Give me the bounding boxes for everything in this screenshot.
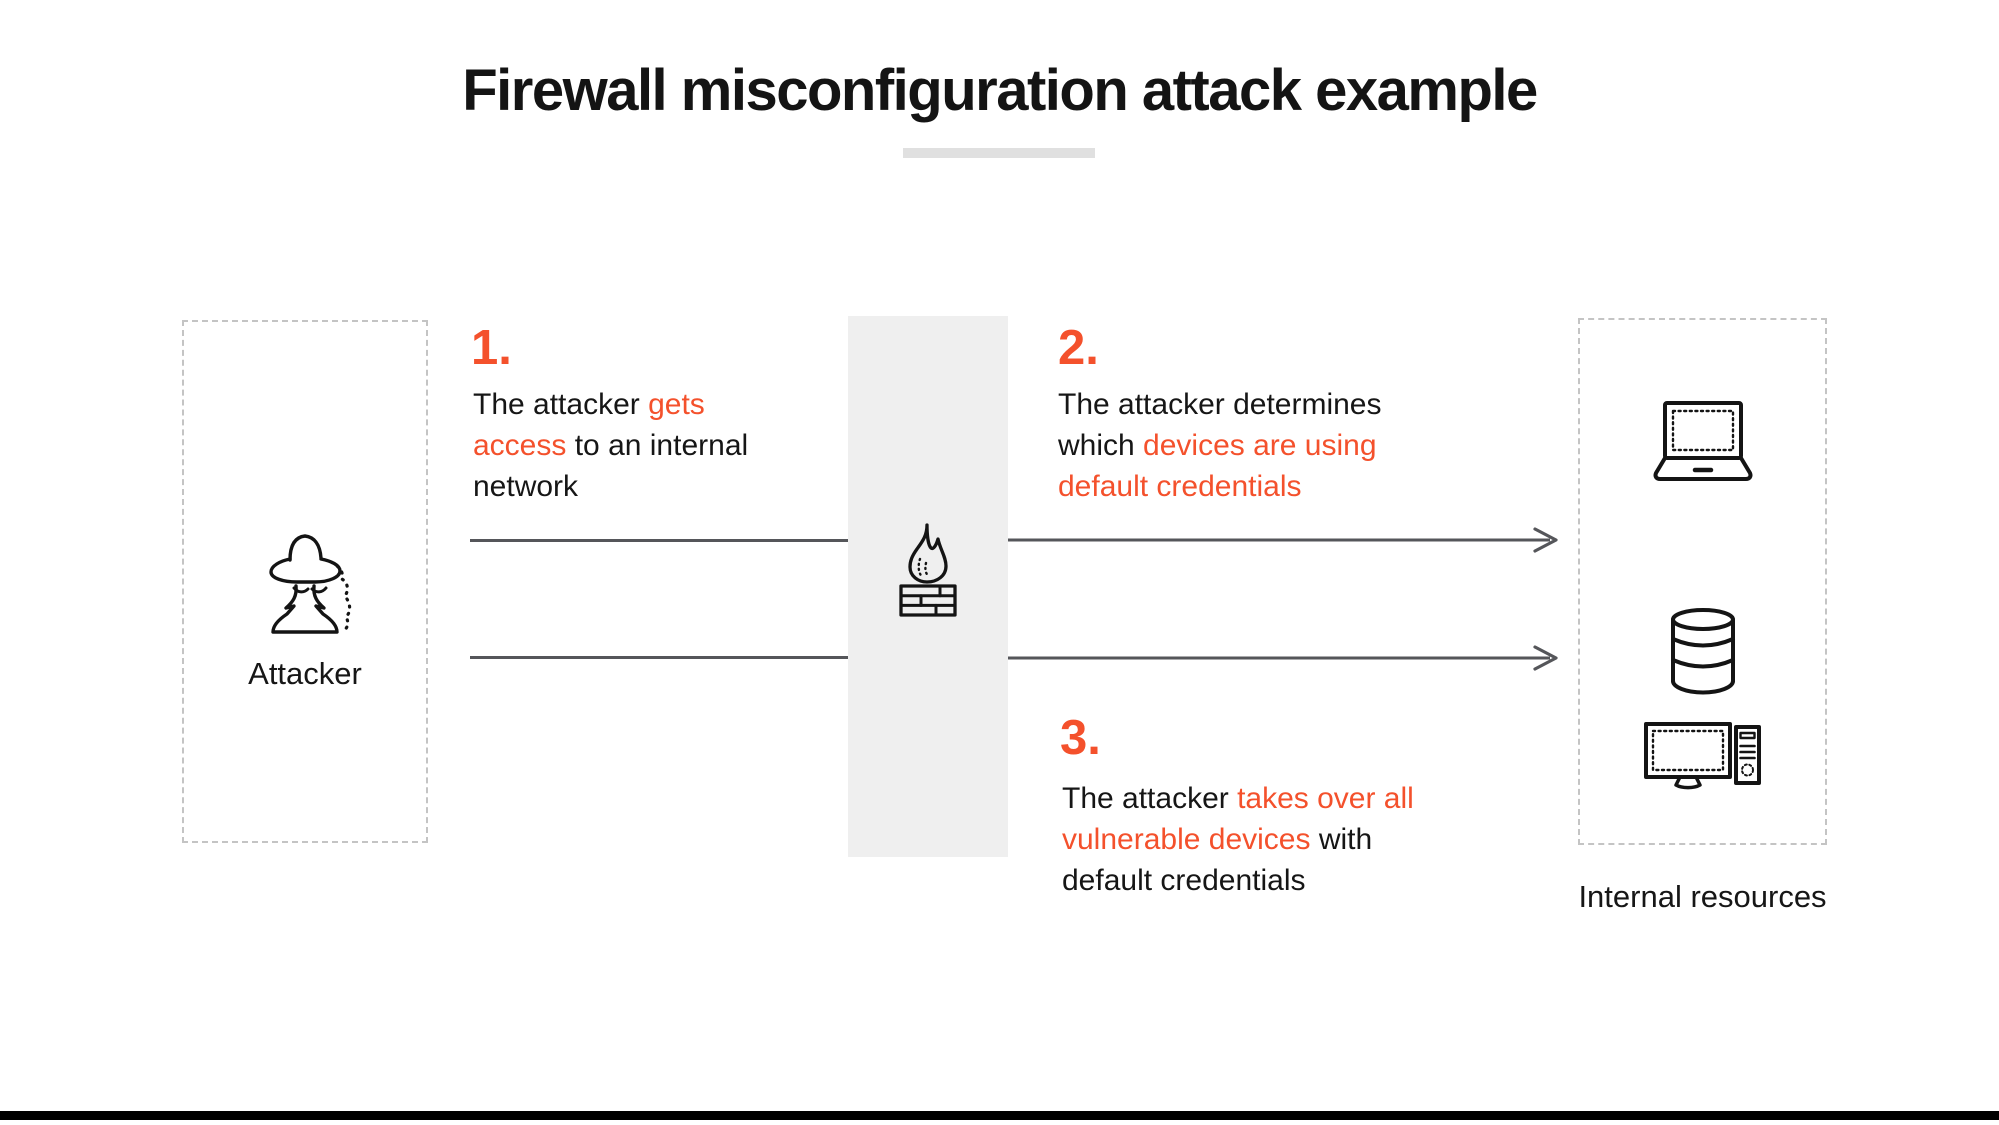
arrow-top-left-segment — [470, 539, 848, 542]
step-1-text: The attacker gets access to an internal … — [473, 384, 748, 507]
step-3-line-3: default credentials — [1062, 864, 1306, 897]
internal-resources-label: Internal resources — [1578, 879, 1827, 914]
arrow-bottom-left-segment — [470, 656, 848, 659]
desktop-pc-icon — [1644, 722, 1762, 795]
title-underline — [903, 148, 1095, 158]
firewall-icon — [898, 522, 958, 623]
step-2-line-3: default credentials — [1058, 470, 1302, 503]
step-2-text: The attacker determines which devices ar… — [1058, 384, 1381, 507]
step-1-line-1: The attacker gets — [473, 388, 705, 421]
step-3-line-1: The attacker takes over all — [1062, 782, 1414, 815]
footer-bar — [0, 1111, 1999, 1120]
step-3-text: The attacker takes over all vulnerable d… — [1062, 778, 1414, 901]
step-1-number: 1. — [471, 321, 512, 375]
page-title: Firewall misconfiguration attack example — [462, 58, 1538, 123]
arrow-top-right-segment — [1008, 526, 1560, 559]
step-2-line-2: which devices are using — [1058, 429, 1377, 462]
step-3-number: 3. — [1060, 711, 1101, 765]
attacker-label: Attacker — [248, 656, 362, 691]
step-1-line-3: network — [473, 470, 579, 503]
attacker-box — [182, 320, 428, 843]
spy-icon — [243, 524, 367, 641]
step-2-line-1: The attacker determines — [1058, 388, 1382, 421]
internal-resources-box — [1578, 318, 1827, 845]
step-2-number: 2. — [1058, 321, 1099, 375]
database-icon — [1668, 606, 1738, 701]
arrow-bottom-right-segment — [1008, 644, 1560, 677]
step-1-line-2: access to an internal — [473, 429, 749, 462]
step-3-line-2: vulnerable devices with — [1062, 823, 1373, 856]
laptop-icon — [1643, 400, 1763, 487]
